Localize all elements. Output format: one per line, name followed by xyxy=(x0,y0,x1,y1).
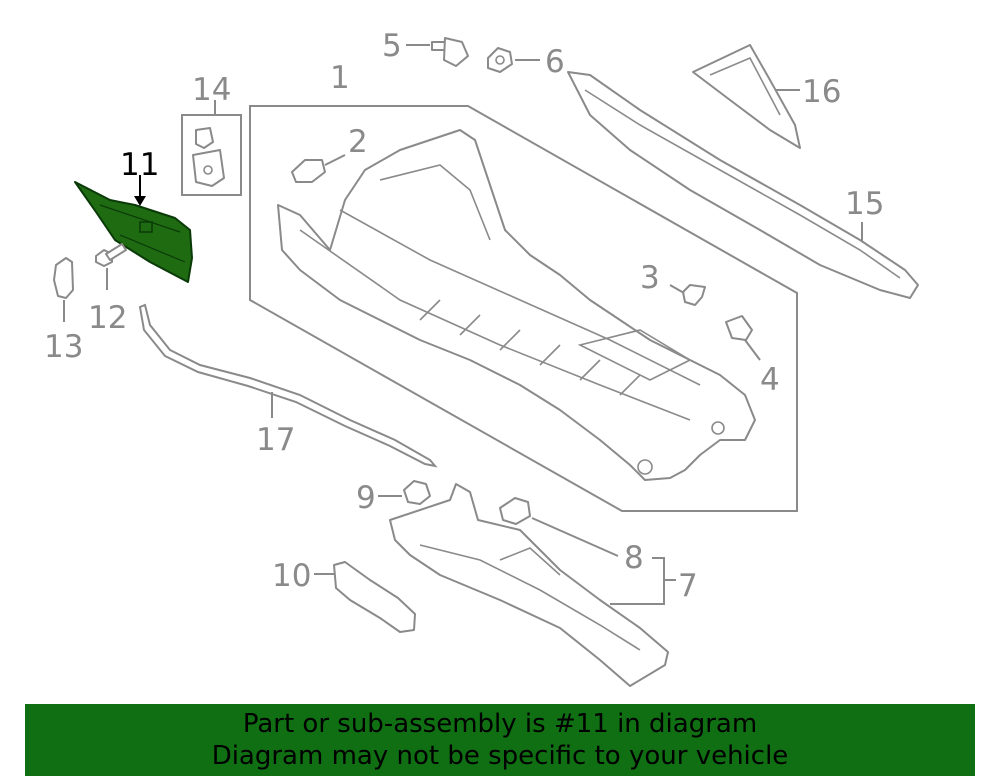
assembly-1-outline xyxy=(249,105,798,512)
callout-2: 2 xyxy=(348,124,368,160)
callout-9: 9 xyxy=(356,480,376,516)
callout-17: 17 xyxy=(256,422,295,458)
nut-clip-part-4 xyxy=(725,315,753,341)
clip-part-2 xyxy=(291,159,326,183)
highlighted-side-panel-part-11 xyxy=(74,181,193,283)
nut-part-6 xyxy=(487,47,513,73)
trim-strip-part-15 xyxy=(567,71,919,299)
info-banner: Part or sub-assembly is #11 in diagram D… xyxy=(25,704,975,776)
callout-13: 13 xyxy=(44,329,83,365)
callout-16: 16 xyxy=(802,74,841,110)
part-14-box xyxy=(181,114,242,196)
bolt-part-5 xyxy=(431,37,469,67)
banner-line-1: Part or sub-assembly is #11 in diagram xyxy=(242,709,758,739)
leader-3 xyxy=(669,284,685,294)
banner-line-2: Diagram may not be specific to your vehi… xyxy=(211,741,789,771)
callout-6: 6 xyxy=(545,44,565,80)
callout-5: 5 xyxy=(382,28,402,64)
callout-10: 10 xyxy=(272,558,311,594)
leader-2 xyxy=(324,154,346,166)
callout-11: 11 xyxy=(120,147,159,183)
callout-14: 14 xyxy=(192,72,231,108)
bracket-part-7 xyxy=(389,483,669,687)
nut-part-9 xyxy=(403,480,431,505)
leader-4 xyxy=(744,339,761,361)
clip-part-14 xyxy=(192,127,225,187)
leader-11-arrow xyxy=(134,196,146,206)
trim-part-16 xyxy=(692,44,801,149)
trim-wire-part-17 xyxy=(138,303,438,468)
callout-7: 7 xyxy=(678,568,698,604)
callout-4: 4 xyxy=(760,362,780,398)
callout-8: 8 xyxy=(624,540,644,576)
clip-part-8 xyxy=(499,497,531,525)
callout-15: 15 xyxy=(845,186,884,222)
bracket-part-10 xyxy=(333,561,416,633)
grommet-part-13 xyxy=(53,257,74,299)
screw-part-12 xyxy=(95,243,127,267)
callout-12: 12 xyxy=(88,300,127,336)
callout-1: 1 xyxy=(330,60,350,96)
leader-8 xyxy=(531,517,619,557)
console-body-part xyxy=(277,129,756,481)
clip-part-3 xyxy=(682,284,706,306)
callout-3: 3 xyxy=(640,260,660,296)
